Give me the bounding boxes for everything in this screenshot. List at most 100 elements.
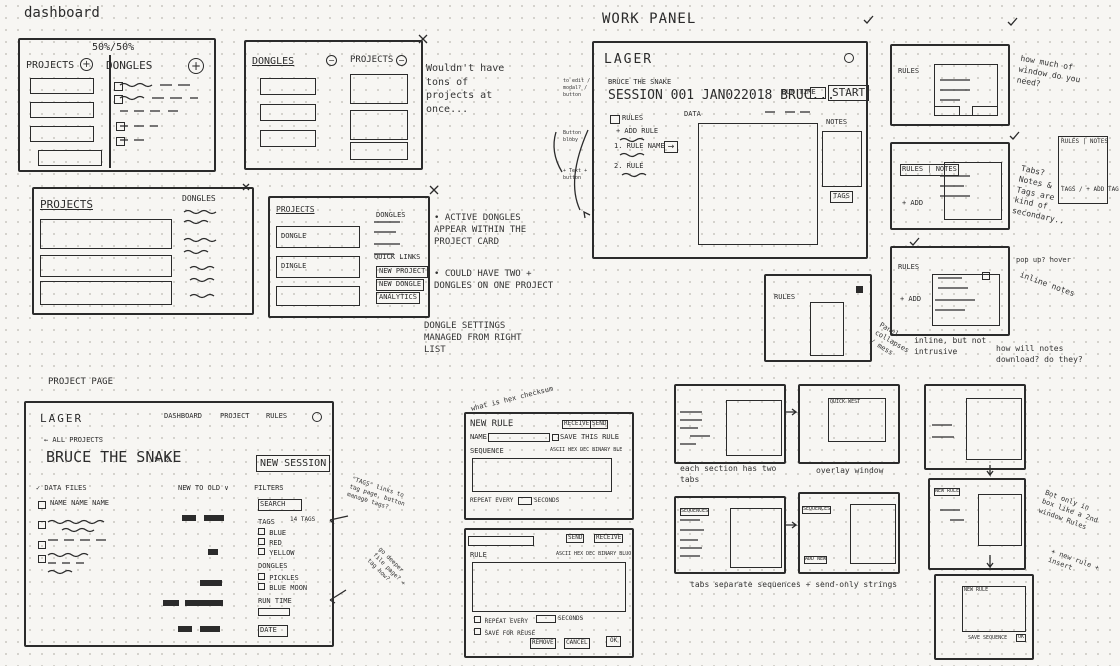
new-project-button[interactable]: NEW PROJECT: [376, 266, 429, 278]
remove-button[interactable]: REMOVE: [530, 638, 556, 649]
save-rule-checkbox[interactable]: [552, 434, 559, 441]
search-input[interactable]: SEARCH: [258, 499, 302, 511]
arrow-right-icon[interactable]: →: [664, 141, 678, 153]
tag-red[interactable]: RED: [258, 538, 282, 548]
new-dongle-button[interactable]: NEW DONGLE: [376, 279, 425, 291]
project-card[interactable]: [30, 78, 94, 94]
add-link[interactable]: + ADD: [900, 295, 922, 303]
send-tab[interactable]: SEND: [566, 534, 585, 543]
receive-tab[interactable]: RECEIVE: [594, 534, 624, 543]
back-link[interactable]: ← ALL PROJECTS: [44, 436, 104, 444]
project-card[interactable]: [40, 281, 172, 305]
repeat-input[interactable]: [518, 497, 532, 505]
add-project-icon[interactable]: +: [80, 58, 93, 71]
notes-area[interactable]: [822, 131, 862, 187]
analytics-button[interactable]: ANALYTICS: [376, 292, 420, 304]
dongle-checkbox[interactable]: [114, 82, 123, 91]
left-note-edit: to edit / modal? / button: [563, 78, 591, 98]
rules-notes-tabs[interactable]: RULES | NOTES: [1061, 138, 1108, 145]
add-new-button[interactable]: ADD NEW: [804, 556, 828, 564]
repeat-label: REPEAT EVERY: [474, 616, 528, 626]
sequence-textarea[interactable]: [472, 458, 612, 492]
nav-project[interactable]: PROJECT: [220, 412, 250, 420]
sort-dropdown[interactable]: NEW TO OLD ∨: [178, 484, 229, 492]
run-time-slider[interactable]: [258, 608, 290, 616]
project-card[interactable]: [40, 255, 172, 277]
file-checkbox[interactable]: [38, 501, 46, 509]
cancel-button[interactable]: CANCEL: [564, 638, 590, 649]
tag-yellow[interactable]: YELLOW: [258, 548, 295, 558]
file-checkbox[interactable]: [38, 521, 46, 529]
start-button[interactable]: START: [828, 85, 870, 102]
project-card[interactable]: [30, 126, 94, 142]
dongle-card[interactable]: [260, 78, 316, 95]
rules-notes-tabs[interactable]: RULES | NOTES: [900, 164, 959, 176]
file-checkbox[interactable]: [38, 555, 46, 563]
project-card[interactable]: [350, 110, 408, 140]
project-card-with-dongle[interactable]: DONGLE: [276, 226, 360, 248]
repeat-input[interactable]: [536, 615, 556, 623]
project-card-with-dongle[interactable]: DINGLE: [276, 256, 360, 278]
sequences-tab[interactable]: SEQUENCES: [802, 506, 832, 514]
run-time-filter[interactable]: RUN TIME: [258, 597, 292, 605]
send-tab[interactable]: SEND: [590, 420, 609, 429]
note-popup-icon[interactable]: [982, 272, 990, 280]
project-card[interactable]: [30, 102, 94, 118]
ok-button[interactable]: OK: [606, 636, 622, 647]
dongle-pickles[interactable]: PICKLES: [258, 573, 299, 583]
tags-button[interactable]: TAGS: [830, 191, 853, 203]
file-row-name[interactable]: NAME NAME NAME: [50, 499, 110, 507]
project-name: BRUCE THE SNAKE: [46, 448, 182, 466]
name-input[interactable]: [468, 536, 534, 546]
overlay-window[interactable]: QUICK WEST: [828, 398, 886, 442]
rule-item[interactable]: 2. RULE: [614, 162, 644, 170]
nav-rules[interactable]: RULES: [266, 412, 288, 420]
receive-tab[interactable]: RECEIVE: [562, 420, 592, 429]
name-input[interactable]: [488, 433, 550, 442]
format-options[interactable]: ASCII HEX DEC BINARY BLE: [550, 447, 623, 453]
dongle-card[interactable]: [260, 130, 316, 147]
project-card[interactable]: [350, 74, 408, 104]
dongle-card[interactable]: [260, 104, 316, 121]
add-link[interactable]: + ADD: [902, 199, 924, 207]
save-sequence-option[interactable]: SAVE SEQUENCE: [968, 635, 1008, 641]
play-icon[interactable]: [856, 286, 863, 293]
ok-button[interactable]: OK: [1016, 634, 1027, 642]
file-checkbox[interactable]: [38, 541, 46, 549]
project-card[interactable]: [276, 286, 360, 306]
note-active-dongles: • ACTIVE DONGLES APPEAR WITHIN THE PROJE…: [434, 213, 527, 248]
add-dongle-icon[interactable]: +: [188, 58, 204, 74]
save-reuse-option[interactable]: SAVE FOR REUSE: [474, 628, 535, 638]
format-options[interactable]: ASCII HEX DEC BINARY BLUO: [556, 551, 632, 557]
new-rule-overlay[interactable]: NEW RULE: [962, 586, 1026, 632]
work-panel-sketch: LAGER BRUCE THE SNAKE SESSION 001 JAN022…: [592, 41, 870, 259]
new-rule-button[interactable]: NEW RULE: [934, 488, 961, 496]
run-time-field[interactable]: [810, 87, 826, 99]
notes-tab[interactable]: [934, 106, 960, 116]
user-avatar-icon[interactable]: [844, 53, 854, 63]
nav-dashboard[interactable]: DASHBOARD: [164, 412, 202, 420]
dongle-checkbox[interactable]: [114, 95, 123, 104]
dongle-blue-moon[interactable]: BLUE MOON: [258, 583, 307, 593]
remove-icon[interactable]: −: [396, 55, 407, 66]
tag-blue[interactable]: BLUE: [258, 528, 286, 538]
project-card[interactable]: [40, 219, 172, 249]
project-card[interactable]: [350, 142, 408, 160]
date-filter[interactable]: DATE: [258, 625, 288, 637]
add-rule-link[interactable]: + ADD RULE: [616, 127, 659, 135]
tags-tab[interactable]: [972, 106, 998, 116]
dongle-checkbox[interactable]: [116, 122, 125, 131]
user-avatar-icon[interactable]: [312, 412, 322, 422]
rule-textarea[interactable]: [472, 562, 626, 612]
sequences-tab[interactable]: SEQUENCES: [680, 508, 710, 516]
rule-item[interactable]: 1. RULE NAME: [614, 142, 665, 150]
tags-count[interactable]: 14 TAGS: [290, 516, 316, 523]
tags-add-tag[interactable]: TAGS / + ADD TAG: [1061, 186, 1119, 193]
remove-icon[interactable]: −: [326, 55, 337, 66]
new-session-button[interactable]: NEW SESSION: [256, 455, 331, 472]
dongle-checkbox[interactable]: [116, 137, 125, 146]
edit-icon[interactable]: ✎: [154, 455, 161, 464]
dashboard-title: dashboard: [24, 5, 100, 21]
project-card[interactable]: [38, 150, 102, 166]
gear-icon[interactable]: ⚙: [164, 455, 172, 464]
